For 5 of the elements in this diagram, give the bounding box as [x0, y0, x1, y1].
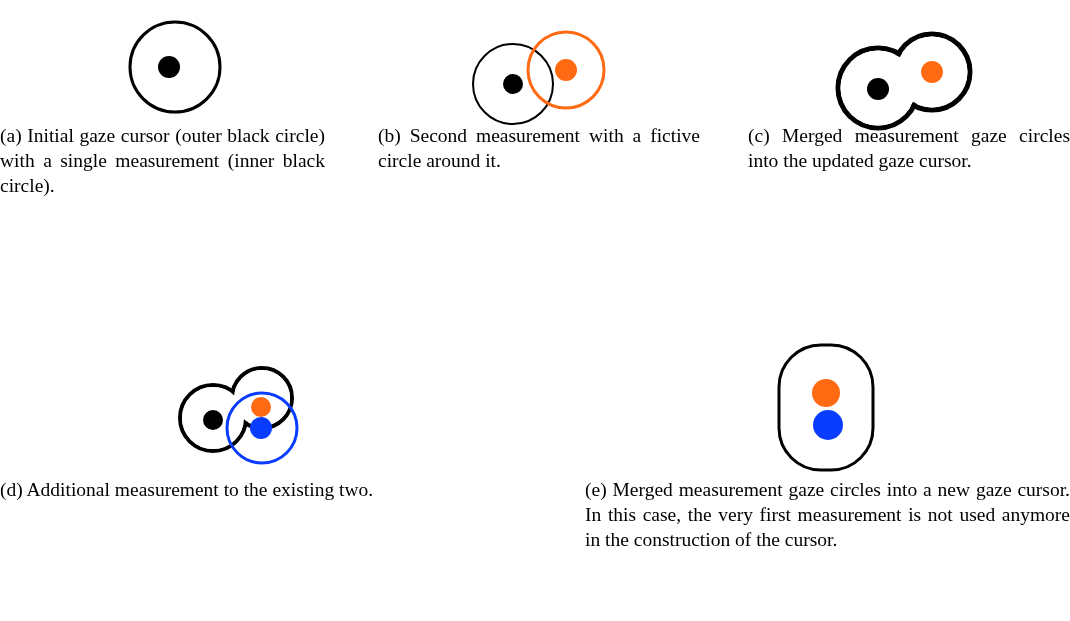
figure-caption: (c) Merged measurement gaze circles into the updated gaze cursor.	[748, 124, 1070, 173]
figure-caption: (b) Second measurement with a fictive circle around it.	[378, 124, 700, 173]
figure-caption: (e) Merged measurement gaze circles into a new gaze cursor. In this case, the very first measurement is not used anymore in the construction of the cursor.	[585, 478, 1070, 552]
figure-caption: (a) Initial gaze cursor (outer black circle) with a single measurement (inner black circle).	[0, 124, 325, 198]
figure-caption: (d) Additional measurement to the existing two.	[0, 478, 375, 502]
